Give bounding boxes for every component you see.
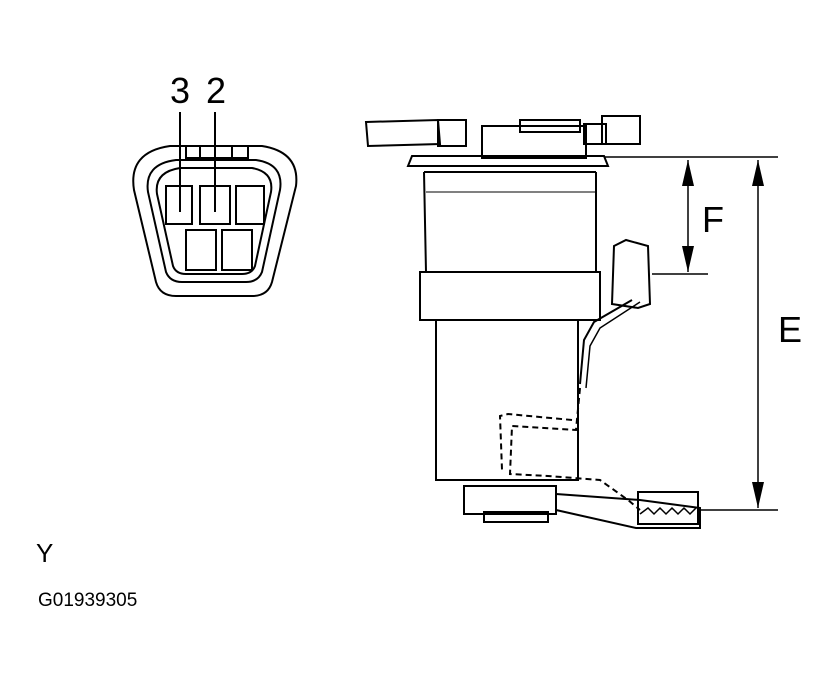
figure-id: G01939305: [38, 590, 138, 611]
mounting-flange: [406, 155, 610, 167]
connector-pin-cavity: [185, 229, 217, 271]
dimension-e-arrow-top: [752, 160, 764, 186]
dimension-f-arrow-bottom: [682, 246, 694, 272]
bottom-bracket: [555, 493, 701, 529]
float-arm-lower-dashed: [508, 387, 641, 511]
top-outlet-pipe: [583, 123, 607, 145]
top-hose-fitting: [364, 118, 442, 148]
connector-pin-cavity: [221, 229, 253, 271]
top-connector-housing: [481, 125, 587, 159]
dimension-f-arrow-top: [682, 160, 694, 186]
float-arm-upper-parallel: [585, 301, 641, 389]
dimension-e-arrow-bottom: [752, 482, 764, 508]
top-hose-collar: [437, 119, 467, 147]
connector-pin-cavity: [235, 185, 265, 225]
top-connector-cap: [519, 119, 581, 133]
connector-outer-shell: [132, 145, 298, 297]
fuel-float: [610, 238, 652, 310]
pin-3-label: 3: [170, 70, 190, 111]
pump-upper-body: [423, 171, 597, 273]
connector-inner-ring: [155, 167, 273, 275]
pump-lower-body: [435, 320, 579, 481]
fuel-sender-assembly: [364, 115, 701, 529]
filter-tab: [483, 511, 549, 523]
pivot-block-ridges: [639, 506, 697, 516]
float-arm-lower-dashed-parallel: [498, 412, 573, 471]
connector-latch: [185, 146, 249, 159]
view-label: Y: [36, 538, 54, 568]
dimension-f-label: F: [702, 199, 724, 240]
top-outlet-nozzle: [601, 115, 641, 145]
connector-face: 3 2: [132, 70, 298, 297]
dimension-e-label: E: [778, 309, 802, 350]
pump-bottom-filter: [463, 485, 557, 515]
connector-inner-shell: [146, 159, 282, 283]
pin-2-label: 2: [206, 70, 226, 111]
dimension-lines: F E: [604, 156, 802, 511]
float-arm-upper: [579, 299, 633, 385]
pump-retaining-band: [419, 271, 601, 321]
